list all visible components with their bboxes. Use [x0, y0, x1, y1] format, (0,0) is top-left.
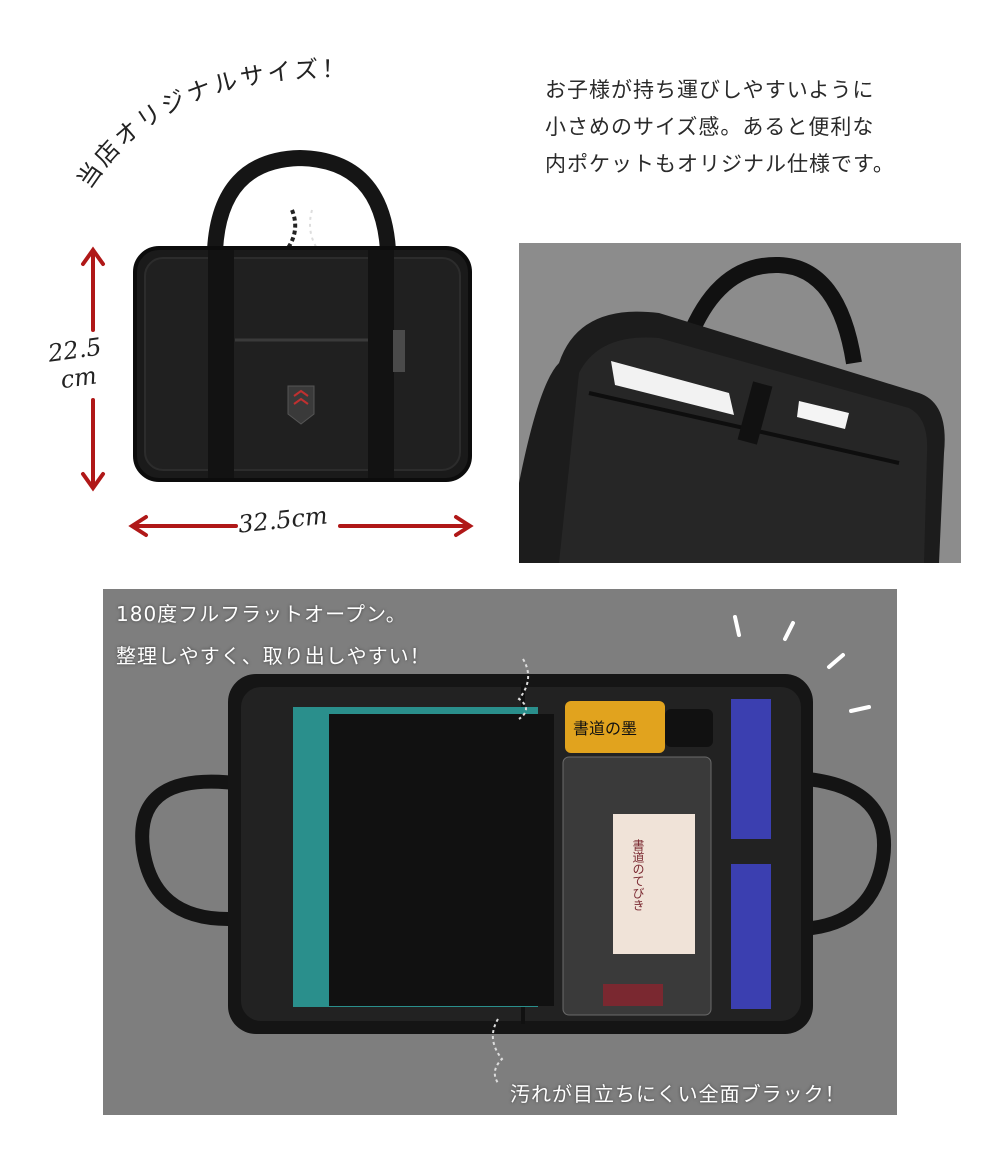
description: お子様が持ち運びしやすいように 小さめのサイズ感。あると便利な 内ポケットもオリ… [545, 72, 965, 183]
flat-caption-bottom: 汚れが目立ちにくい全面ブラック！ [510, 1082, 846, 1106]
description-line-3: 内ポケットもオリジナル仕様です。 [545, 152, 895, 176]
book-title: 書道のてびき [631, 839, 645, 911]
flat-caption-line-1: 180度フルフラットオープン。 [116, 602, 407, 626]
interior-photo-art [519, 243, 961, 563]
description-line-2: 小さめのサイズ感。あると便利な [545, 115, 875, 139]
curved-title: 当店オリジナルサイズ！ [72, 55, 346, 193]
height-label: 22.5 cm [46, 333, 107, 396]
bag-handle [207, 150, 396, 251]
flat-open-photo-art: 書道の墨 書道のてびき [103, 589, 897, 1115]
bottle-label: 書道の墨 [573, 719, 637, 738]
flat-caption-line-2: 整理しやすく、取り出しやすい！ [116, 644, 431, 668]
bag-photo [133, 150, 472, 482]
interior-photo [519, 243, 961, 563]
description-line-1: お子様が持ち運びしやすいように [545, 78, 875, 102]
dimension-arrows [81, 246, 474, 537]
flat-open-photo: 書道の墨 書道のてびき [103, 589, 897, 1115]
